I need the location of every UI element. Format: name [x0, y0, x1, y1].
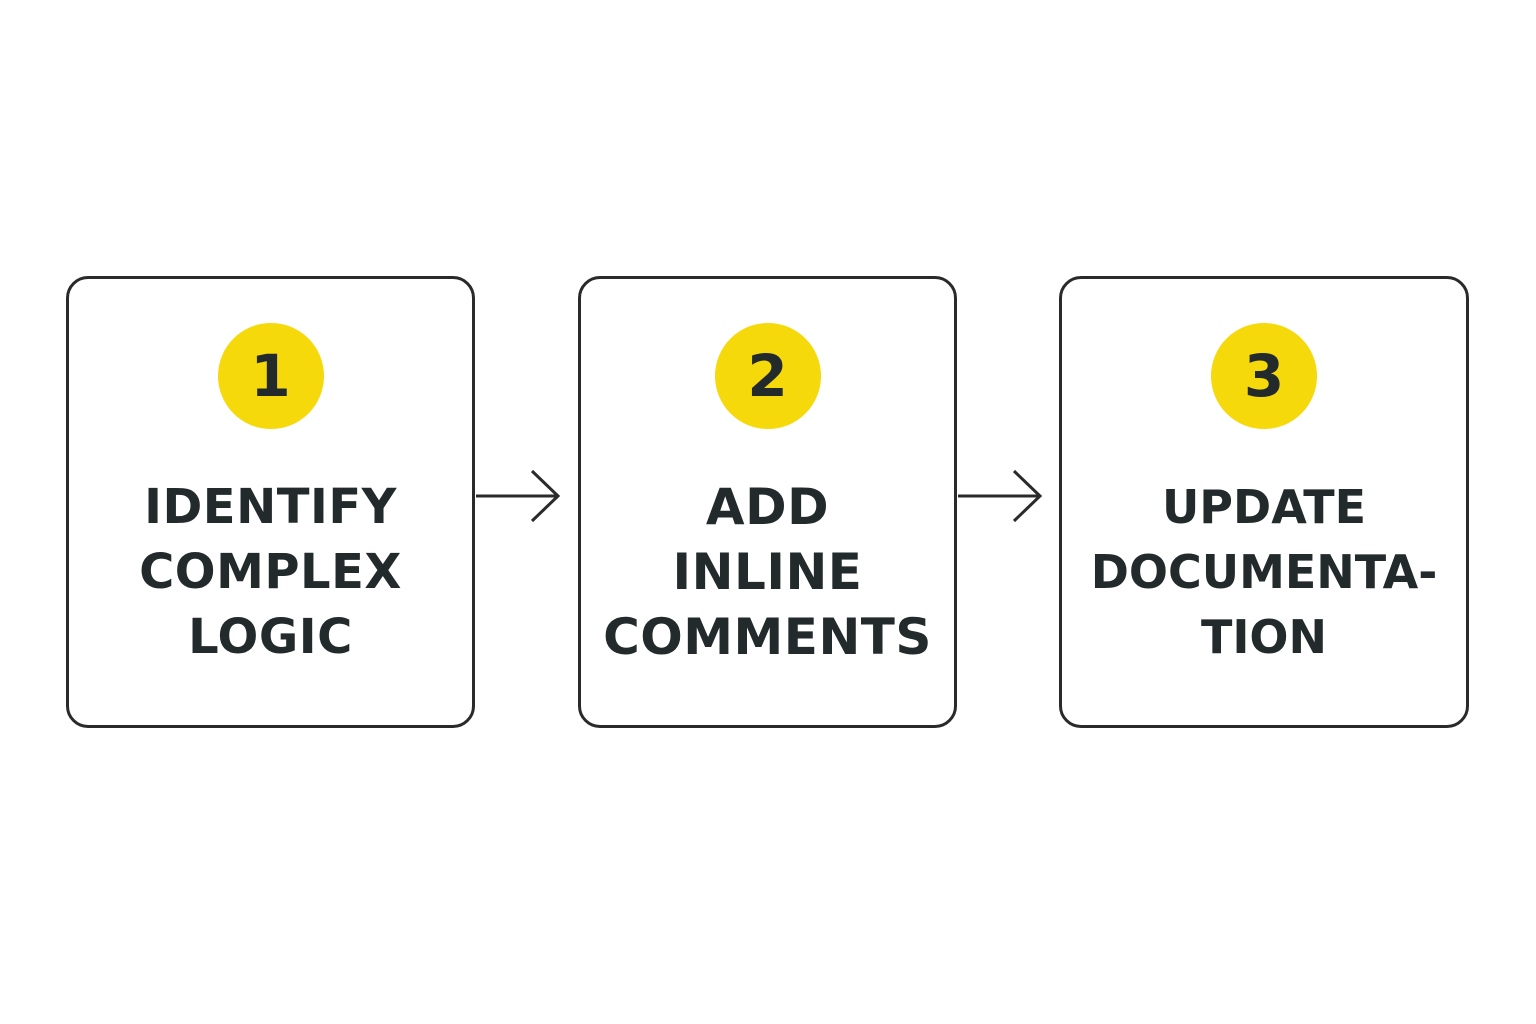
step-title-line: COMMENTS: [603, 608, 932, 666]
step-title: IDENTIFY COMPLEX LOGIC: [69, 475, 472, 670]
step-card-identify-complex-logic: 1 IDENTIFY COMPLEX LOGIC: [66, 276, 475, 728]
step-number-badge: 3: [1211, 323, 1317, 429]
step-title: UPDATE DOCUMENTA- TION: [1062, 475, 1466, 670]
step-card-add-inline-comments: 2 ADD INLINE COMMENTS: [578, 276, 957, 728]
step-number-badge: 2: [714, 323, 821, 429]
step-title-line: COMPLEX: [139, 544, 402, 600]
flow-arrow-icon: [476, 469, 561, 523]
step-title-line: UPDATE: [1161, 480, 1367, 534]
step-number: 2: [747, 342, 788, 410]
step-number-badge: 1: [217, 323, 324, 429]
step-title-line: LOGIC: [188, 609, 353, 665]
step-title-line: ADD: [705, 478, 830, 536]
flow-arrow-icon: [958, 469, 1043, 523]
step-number: 1: [250, 342, 291, 410]
step-title-line: TION: [1200, 610, 1328, 664]
step-number: 3: [1243, 342, 1285, 410]
step-title: ADD INLINE COMMENTS: [581, 475, 954, 670]
step-title-line: IDENTIFY: [144, 479, 397, 535]
step-card-update-documentation: 3 UPDATE DOCUMENTA- TION: [1059, 276, 1469, 728]
step-title-line: DOCUMENTA-: [1090, 545, 1438, 599]
step-title-line: INLINE: [672, 543, 863, 601]
